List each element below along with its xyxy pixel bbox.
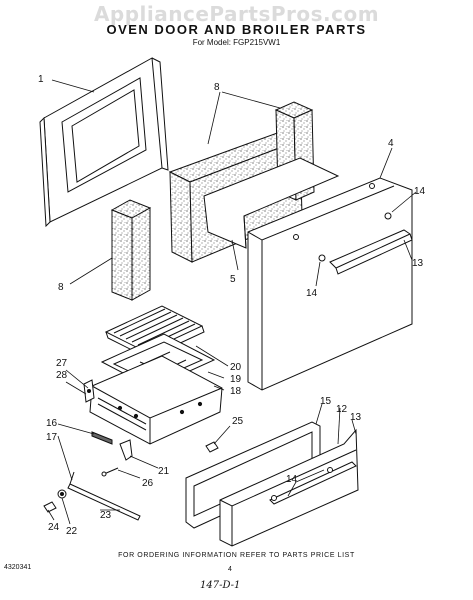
- bracket: [119, 439, 133, 461]
- callout-24: 24: [48, 522, 60, 533]
- inner-door-panel: [39, 57, 169, 228]
- spring-clip: [205, 441, 219, 453]
- diagram-code: 4320341: [4, 564, 32, 571]
- insulation-block-left: [110, 199, 152, 301]
- diagram-title: OVEN DOOR AND BROILER PARTS: [106, 22, 367, 37]
- callout-22: 22: [66, 526, 78, 537]
- callout-28: 28: [56, 370, 68, 381]
- watermark: AppliancePartsPros.com: [93, 2, 380, 26]
- broiler-rail: [67, 483, 141, 521]
- callout-13-upper: 13: [412, 258, 424, 269]
- callout-21: 21: [158, 466, 170, 477]
- ordering-note: FOR ORDERING INFORMATION REFER TO PARTS …: [118, 552, 355, 559]
- callout-17: 17: [46, 432, 58, 443]
- callout-20: 20: [230, 362, 242, 373]
- callout-numbers: 1 8 8 4 14 13 5 14 20 19 18 27 28 16 17 …: [38, 74, 426, 537]
- screw: [103, 467, 119, 475]
- callout-8-left: 8: [58, 282, 64, 293]
- callout-16: 16: [46, 418, 58, 429]
- slide-rail-clip: [91, 431, 113, 445]
- handwritten-note: 147-D-1: [200, 580, 241, 591]
- callout-5: 5: [230, 274, 236, 285]
- broiler-door-handle: [269, 461, 357, 505]
- callout-18: 18: [230, 386, 242, 397]
- callout-4: 4: [388, 138, 394, 149]
- rail-screw: [43, 501, 57, 513]
- callout-8-center: 8: [214, 82, 220, 93]
- callout-14-lower: 14: [286, 474, 298, 485]
- door-liner: [203, 157, 340, 249]
- page-number: 4: [228, 566, 232, 573]
- callout-23: 23: [100, 510, 112, 521]
- callout-14-upper: 14: [414, 186, 426, 197]
- rail-post: [69, 471, 75, 485]
- callout-13-lower: 13: [350, 412, 362, 423]
- broiler-handle-screw-right: [327, 467, 333, 473]
- handle-screw-left: [318, 254, 326, 262]
- callout-19: 19: [230, 374, 242, 385]
- door-handle: [329, 229, 413, 275]
- callout-15: 15: [320, 396, 332, 407]
- callout-1: 1: [38, 74, 44, 85]
- callout-26: 26: [142, 478, 154, 489]
- broiler-door-outer: [219, 428, 359, 547]
- callout-27: 27: [56, 358, 68, 369]
- broiler-drawer: [83, 355, 223, 445]
- broiler-handle-screw-left: [271, 495, 277, 501]
- roller-hub: [60, 492, 64, 496]
- callout-12: 12: [336, 404, 348, 415]
- leader-lines: [47, 79, 417, 525]
- model-line: For Model: FGP215VW1: [192, 38, 281, 47]
- callout-14-middle: 14: [306, 288, 318, 299]
- handle-screw-right: [384, 212, 392, 220]
- callout-25: 25: [232, 416, 244, 427]
- screw-head: [101, 471, 107, 477]
